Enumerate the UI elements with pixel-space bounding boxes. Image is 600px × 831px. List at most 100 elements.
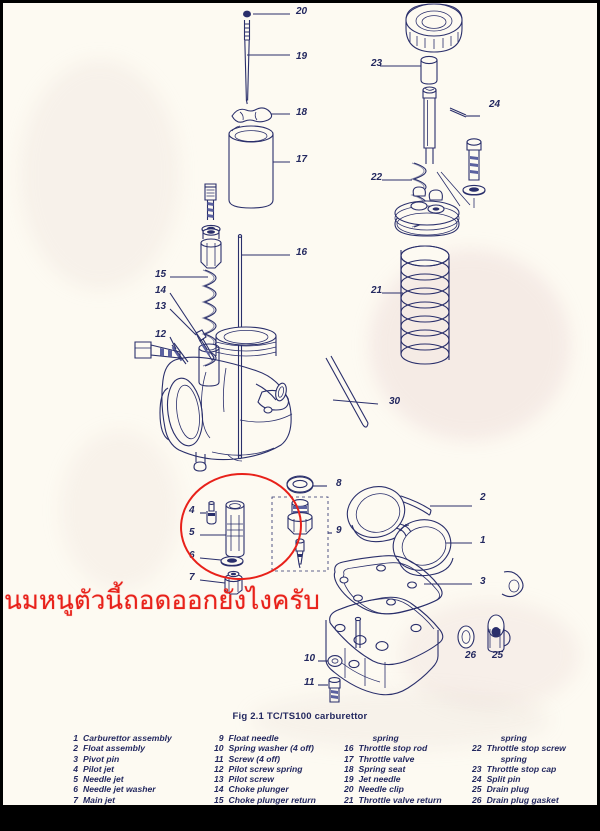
callout-number: 18 <box>296 107 308 118</box>
legend-item-number: 10 <box>213 743 224 754</box>
legend-item-label: Throttle stop rod <box>358 743 428 754</box>
callout-number: 19 <box>296 51 308 62</box>
legend-item-label: Needle jet washer <box>83 784 156 795</box>
callout-number: 22 <box>370 172 383 183</box>
callout-number: 21 <box>370 285 383 296</box>
legend-item-number: 22 <box>472 743 482 754</box>
callout-number: 6 <box>189 550 195 561</box>
legend-item-label: Pilot screw <box>228 774 274 785</box>
legend-item-number: 16 <box>343 743 354 754</box>
legend-item-label: Throttle valve return <box>358 794 442 805</box>
legend-item-label: Float assembly <box>83 743 146 754</box>
legend-item-label: Screw (4 off) <box>228 753 280 764</box>
part-float-chamber-gasket <box>333 555 472 615</box>
bottom-black-bar <box>0 805 600 831</box>
legend-item: 22 Throttle stop screw <box>466 743 582 753</box>
callout-number: 7 <box>189 572 195 583</box>
callout-number: 25 <box>491 650 504 661</box>
legend-item-number: 20 <box>343 784 354 795</box>
part-float-needle-group <box>271 496 332 572</box>
callout-number: 10 <box>304 653 316 664</box>
legend-item: 14 Choke plunger <box>208 784 338 794</box>
legend-item-number: 26 <box>472 794 482 805</box>
part-carburettor-body <box>159 326 293 472</box>
legend-item-label: Split pin <box>486 774 521 785</box>
legend-item-label: Throttle stop screw <box>486 743 566 754</box>
legend-item: spring <box>338 733 466 743</box>
legend-item-label: Choke plunger return <box>228 794 316 805</box>
legend-column: 9 Float needle 10 Spring washer (4 off) 11 Sc… <box>208 733 338 805</box>
figure-caption: Fig 2.1 TC/TS100 carburettor <box>232 711 368 722</box>
part-spring-seat <box>231 107 290 123</box>
legend-item-number: 7 <box>73 794 78 805</box>
legend-item: 10 Spring washer (4 off) <box>208 743 338 753</box>
legend-item: 20 Needle clip <box>338 784 466 794</box>
part-main-jet-bolt <box>134 341 181 359</box>
legend-item-number: 6 <box>73 784 78 795</box>
legend-item-number: 14 <box>213 784 224 795</box>
legend-item: 17 Throttle valve <box>338 754 466 764</box>
legend-item: 6 Needle jet washer <box>62 784 208 794</box>
part-pilot-screw-assembly <box>169 183 222 387</box>
part-float-assembly <box>346 486 472 577</box>
callout-number: 11 <box>304 677 315 688</box>
legend-item: 5 Needle jet <box>62 774 208 784</box>
legend-item-number: 2 <box>73 743 78 754</box>
legend-item-number: 11 <box>214 753 224 764</box>
callout-number-layer: 2019181716151413122324222130456789213101… <box>155 6 504 688</box>
callout-number: 8 <box>336 478 342 489</box>
legend-item: 13 Pilot screw <box>208 774 338 784</box>
part-spring-washer-and-screw <box>318 655 343 703</box>
legend-item-label: Choke plunger <box>228 784 289 795</box>
legend-item-number: 9 <box>218 733 224 743</box>
legend-item: spring <box>466 733 582 743</box>
legend-item-number: 17 <box>343 753 354 764</box>
legend-item: spring <box>466 754 582 764</box>
legend-item-number: 5 <box>73 774 78 785</box>
legend-item: 26 Drain plug gasket <box>466 795 582 805</box>
legend-item-label: Needle clip <box>358 784 404 795</box>
callout-number: 17 <box>296 154 308 165</box>
callout-number: 26 <box>464 650 477 661</box>
legend-item-label: Pilot screw spring <box>228 763 303 774</box>
callout-number: 24 <box>488 99 501 110</box>
legend-item-label: Drain plug gasket <box>486 794 559 805</box>
legend-item: 11 Screw (4 off) <box>208 754 338 764</box>
part-throttle-valve <box>228 125 290 209</box>
callout-number: 4 <box>188 505 195 516</box>
callout-number: 16 <box>296 247 308 258</box>
legend-item-number: 15 <box>213 794 224 805</box>
part-throttle-stop-rod <box>237 234 290 460</box>
legend-item-label: Throttle valve <box>358 753 415 764</box>
part-edge-fragment <box>501 571 524 598</box>
legend-item-label: Float needle <box>228 733 279 743</box>
callout-number: 12 <box>155 329 167 340</box>
part-throttle-valve-return-spring <box>382 245 450 365</box>
callout-number: 13 <box>155 301 167 312</box>
callout-number: 15 <box>155 269 167 280</box>
legend-item-number: 12 <box>213 763 224 774</box>
callout-number: 23 <box>370 58 383 69</box>
legend-item-number: 4 <box>73 763 78 774</box>
legend-item-number: 25 <box>472 784 482 795</box>
callout-number: 5 <box>189 527 195 538</box>
legend-item-number: 23 <box>472 763 482 774</box>
part-jet-needle <box>243 20 290 105</box>
legend-item-number: 13 <box>213 774 224 785</box>
legend-item: 2 Float assembly <box>62 743 208 753</box>
legend-item-label: Spring washer (4 off) <box>228 743 314 754</box>
callout-number: 3 <box>480 576 486 587</box>
legend-item-label: Needle jet <box>83 774 124 785</box>
